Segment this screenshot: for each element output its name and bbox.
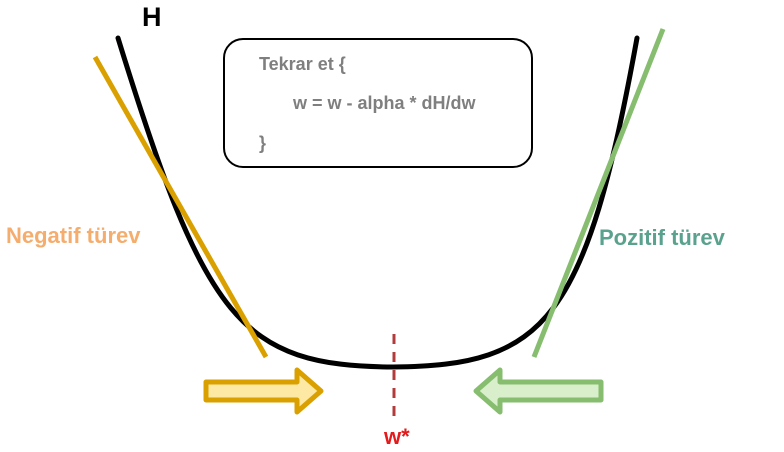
positive-derivative-label: Pozitif türev bbox=[599, 225, 725, 250]
right-arrow-icon bbox=[203, 367, 324, 415]
curve-label: H bbox=[142, 2, 162, 32]
update-rule-line-1: Tekrar et { bbox=[259, 54, 346, 74]
update-rule-line-2: w = w - alpha * dH/dw bbox=[293, 93, 476, 113]
left-arrow-icon bbox=[473, 367, 604, 415]
negative-derivative-label: Negatif türev bbox=[6, 223, 141, 248]
update-rule-line-3: } bbox=[259, 133, 267, 153]
positive-slope-tangent-line bbox=[531, 28, 666, 358]
negative-slope-tangent-line bbox=[92, 55, 269, 359]
update-rule-box: Tekrar et { w = w - alpha * dH/dw } bbox=[223, 38, 533, 168]
cost-curve bbox=[115, 35, 640, 370]
optimum-weight-label: w* bbox=[384, 424, 410, 449]
